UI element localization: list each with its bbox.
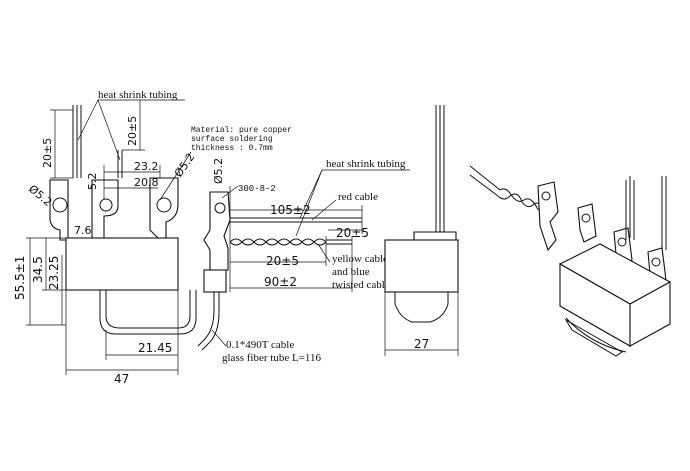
dim-105: 105±2 bbox=[270, 203, 311, 217]
label-yellow-cable: yellow cable bbox=[332, 253, 388, 265]
dim-23-25: 23.25 bbox=[47, 256, 61, 290]
isometric-view bbox=[469, 165, 672, 357]
dim-phi52-front: Ø5.2 bbox=[212, 158, 225, 184]
dim-20pm5-left: 20±5 bbox=[41, 138, 54, 168]
mounting-hole-left bbox=[52, 197, 68, 213]
cable-stub bbox=[203, 269, 227, 293]
side-view-cables bbox=[197, 169, 410, 351]
note-material-2: surface soldering bbox=[191, 135, 273, 144]
mounting-hole-mid bbox=[99, 198, 113, 212]
mounting-hole-right bbox=[156, 197, 172, 213]
label-wire-spec: 300-8-2 bbox=[238, 184, 276, 194]
dim-5-2: 5.2 bbox=[86, 173, 99, 191]
front-view bbox=[26, 99, 197, 375]
dim-20pm5-top: 20±5 bbox=[126, 116, 139, 146]
dim-90: 90±2 bbox=[264, 275, 297, 289]
dim-27: 27 bbox=[414, 337, 429, 351]
label-heat-shrink-1: heat shrink tubing bbox=[98, 89, 178, 101]
dim-34-5: 34.5 bbox=[31, 256, 45, 283]
capacitor-housing-front bbox=[65, 237, 179, 291]
label-twisted-cable: twisted cable bbox=[332, 279, 390, 291]
dim-55-5: 55.5±1 bbox=[13, 256, 27, 300]
label-and-blue: and blue bbox=[332, 266, 370, 278]
dim-phi52-right: Ø5.2 bbox=[172, 151, 198, 180]
label-glass-line2: glass fiber tube L=116 bbox=[222, 352, 321, 364]
end-view bbox=[384, 105, 459, 356]
capacitor-housing-end bbox=[384, 239, 459, 293]
note-material-1: Material: pure copper bbox=[191, 126, 292, 135]
label-heat-shrink-2: heat shrink tubing bbox=[326, 158, 406, 170]
label-red-cable: red cable bbox=[338, 191, 378, 203]
dim-23-2: 23.2 bbox=[134, 160, 159, 173]
dim-20pm5-red: 20±5 bbox=[336, 226, 369, 240]
dim-7-6: 7.6 bbox=[74, 224, 92, 237]
label-glass-line1: 0.1*490T cable bbox=[226, 339, 294, 351]
dim-20pm5-yb: 20±5 bbox=[266, 254, 299, 268]
mounting-hole-side bbox=[214, 202, 226, 214]
dim-21-45: 21.45 bbox=[138, 341, 172, 355]
dim-20-8: 20.8 bbox=[134, 176, 159, 189]
dim-47: 47 bbox=[114, 372, 129, 386]
note-material-3: thickness : 0.7mm bbox=[191, 144, 273, 153]
